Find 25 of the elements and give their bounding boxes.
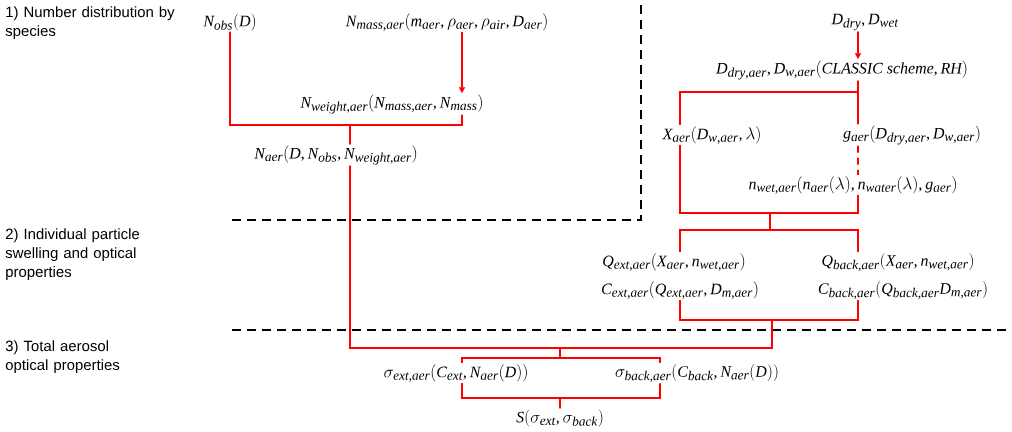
formula-label: $S(\sigma_{ext},\sigma_{back})$ <box>516 409 603 427</box>
section-label: 2) Individual particle swelling and optical properties <box>5 228 140 280</box>
connector-line <box>857 144 859 177</box>
formula-label: $N_{aer}(D,N_{obs},N_{weight,aer})$ <box>254 145 417 165</box>
formula-label: $X_{aer}(D_{w,aer},\lambda)$ <box>662 126 760 144</box>
formula-label: $\sigma_{back,aer}(C_{back},N_{aer}(D))$ <box>615 363 778 383</box>
connector-line <box>559 382 661 410</box>
formula-label: $N_{mass,aer}(m_{aer},\rho_{aer},\rho_{air},D_{aer})$ <box>345 13 547 31</box>
formula-label: $D_{dry,aer},D_{w,aer}(CLASSIC\ scheme,RH)$ <box>715 60 967 80</box>
connector-line <box>769 193 859 253</box>
formula-label: $n_{wet,aer}(n_{aer}(\lambda),n_{water}(\lambda),g_{aer})$ <box>749 176 956 194</box>
formula-label: $C_{back,aer}(Q_{back,aer}D_{m,aer})$ <box>818 280 987 300</box>
connector-line <box>559 299 859 364</box>
connector-line <box>349 113 463 146</box>
section-label: 3) Total aerosol optical properties <box>5 340 120 374</box>
formula-label: $\sigma_{ext,aer}(C_{ext},N_{aer}(D))$ <box>384 364 527 382</box>
section-label: 1) Number distribution by species <box>5 6 175 40</box>
connector-line <box>857 79 859 126</box>
formula-label: $Q_{ext,aer}(X_{aer},n_{wet,aer})$ <box>603 253 745 271</box>
formula-label: $D_{dry},D_{wet}$ <box>831 13 899 31</box>
formula-label: $C_{ext,aer}(Q_{ext,aer},D_{m,aer})$ <box>602 281 758 299</box>
formula-label: $N_{weight,aer}(N_{mass,aer},N_{mass})$ <box>300 94 482 114</box>
formula-label: $Q_{back,aer}(X_{aer},n_{wet,aer})$ <box>822 252 973 272</box>
formula-label: $g_{aer}(D_{dry,aer},D_{w,aer})$ <box>843 125 980 145</box>
formula-label: $N_{obs}(D)$ <box>203 13 256 31</box>
